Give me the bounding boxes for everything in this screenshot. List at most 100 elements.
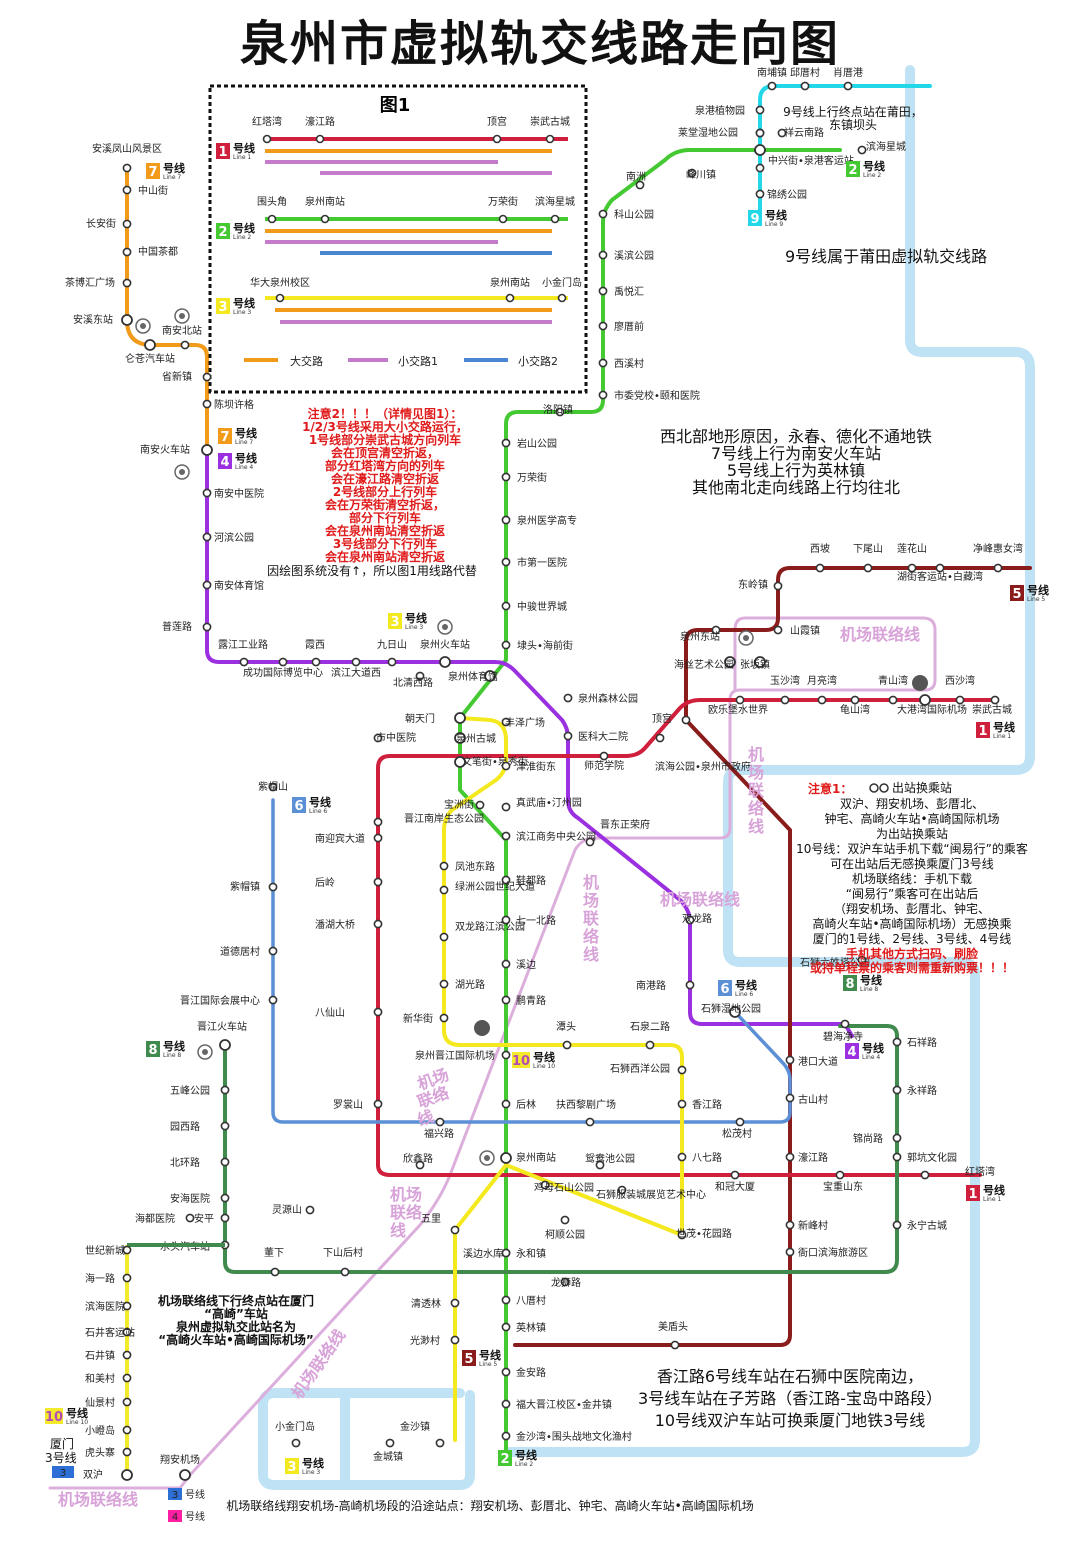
station-node[interactable] xyxy=(500,1152,512,1164)
station-node[interactable] xyxy=(595,1160,605,1170)
station-node[interactable] xyxy=(501,717,511,727)
station-node[interactable] xyxy=(340,1267,350,1277)
station-node[interactable] xyxy=(598,209,608,219)
station-node[interactable] xyxy=(202,372,212,382)
station-node[interactable] xyxy=(501,557,511,567)
station-node[interactable] xyxy=(562,1040,572,1050)
station-node[interactable] xyxy=(450,1298,460,1308)
station-node[interactable] xyxy=(122,185,132,195)
station-node[interactable] xyxy=(439,1013,449,1023)
station-node[interactable] xyxy=(268,882,278,892)
station-node[interactable] xyxy=(755,163,765,173)
station-node[interactable] xyxy=(598,321,608,331)
station-node[interactable] xyxy=(373,1007,383,1017)
station-node[interactable] xyxy=(888,695,898,705)
station-node[interactable] xyxy=(501,1367,511,1377)
station-node[interactable] xyxy=(754,656,766,668)
station-node[interactable] xyxy=(439,656,451,668)
station-node[interactable] xyxy=(435,1438,445,1448)
station-node[interactable] xyxy=(685,980,695,990)
station-node[interactable] xyxy=(711,625,721,635)
station-node[interactable] xyxy=(955,695,965,705)
station-node[interactable] xyxy=(291,1438,301,1448)
station-node[interactable] xyxy=(677,1099,687,1109)
station-node[interactable] xyxy=(415,1160,425,1170)
station-node[interactable] xyxy=(892,1152,902,1162)
station-node[interactable] xyxy=(373,1099,383,1109)
station-node[interactable] xyxy=(439,885,449,895)
station-node[interactable] xyxy=(892,1133,902,1143)
station-node[interactable] xyxy=(202,399,212,409)
station-node[interactable] xyxy=(840,1019,850,1029)
station-node[interactable] xyxy=(501,802,511,812)
station-node[interactable] xyxy=(180,340,190,350)
station-node[interactable] xyxy=(220,1085,230,1095)
station-node[interactable] xyxy=(598,286,608,296)
station-node[interactable] xyxy=(373,733,383,743)
station-node[interactable] xyxy=(122,278,132,288)
station-node[interactable] xyxy=(907,563,917,573)
station-node[interactable] xyxy=(563,693,573,703)
station-node[interactable] xyxy=(892,1037,902,1047)
station-node[interactable] xyxy=(501,472,511,482)
station-node[interactable] xyxy=(219,1039,231,1051)
station-node[interactable] xyxy=(454,756,466,768)
station-node[interactable] xyxy=(501,438,511,448)
station-node[interactable] xyxy=(220,1157,230,1167)
station-node[interactable] xyxy=(122,219,132,229)
station-node[interactable] xyxy=(501,915,511,925)
station-node[interactable] xyxy=(785,1093,795,1103)
station-node[interactable] xyxy=(122,1425,132,1435)
station-node[interactable] xyxy=(863,563,873,573)
station-node[interactable] xyxy=(122,1350,132,1360)
station-node[interactable] xyxy=(450,1335,460,1345)
station-node[interactable] xyxy=(501,761,511,771)
station-node[interactable] xyxy=(501,1248,511,1258)
station-node[interactable] xyxy=(373,919,383,929)
station-node[interactable] xyxy=(387,657,397,667)
station-node[interactable] xyxy=(598,250,608,260)
station-node[interactable] xyxy=(598,390,608,400)
station-node[interactable] xyxy=(439,861,449,871)
station-node[interactable] xyxy=(617,1185,627,1195)
station-node[interactable] xyxy=(475,800,485,810)
station-node[interactable] xyxy=(268,782,278,792)
station-node[interactable] xyxy=(268,946,278,956)
station-node[interactable] xyxy=(800,81,810,91)
station-node[interactable] xyxy=(311,657,321,667)
station-node[interactable] xyxy=(735,1117,745,1127)
station-node[interactable] xyxy=(501,995,511,1005)
station-node[interactable] xyxy=(993,563,1003,573)
station-node[interactable] xyxy=(501,875,511,885)
station-node[interactable] xyxy=(373,877,383,887)
station-node[interactable] xyxy=(122,1301,132,1311)
station-node[interactable] xyxy=(635,180,645,190)
station-node[interactable] xyxy=(677,1152,687,1162)
station-node[interactable] xyxy=(122,1373,132,1383)
station-node[interactable] xyxy=(892,1220,902,1230)
station-node[interactable] xyxy=(501,1050,511,1060)
station-node[interactable] xyxy=(439,932,449,942)
station-node[interactable] xyxy=(415,671,425,681)
station-node[interactable] xyxy=(122,163,132,173)
station-node[interactable] xyxy=(239,657,249,667)
station-node[interactable] xyxy=(850,695,860,705)
station-node[interactable] xyxy=(454,732,466,744)
station-node[interactable] xyxy=(645,1040,655,1050)
station-node[interactable] xyxy=(121,314,133,326)
station-node[interactable] xyxy=(687,168,697,178)
station-node[interactable] xyxy=(185,1213,195,1223)
station-node[interactable] xyxy=(305,1205,315,1215)
station-node[interactable] xyxy=(817,695,827,705)
station-node[interactable] xyxy=(501,1322,511,1332)
station-node[interactable] xyxy=(501,1099,511,1109)
station-node[interactable] xyxy=(767,81,777,91)
station-node[interactable] xyxy=(773,625,783,635)
station-node[interactable] xyxy=(450,1225,460,1235)
station-node[interactable] xyxy=(122,1447,132,1457)
station-node[interactable] xyxy=(857,145,867,155)
station-node[interactable] xyxy=(585,1117,595,1127)
station-node[interactable] xyxy=(563,731,573,741)
station-node[interactable] xyxy=(785,1247,795,1257)
station-node[interactable] xyxy=(585,837,595,847)
